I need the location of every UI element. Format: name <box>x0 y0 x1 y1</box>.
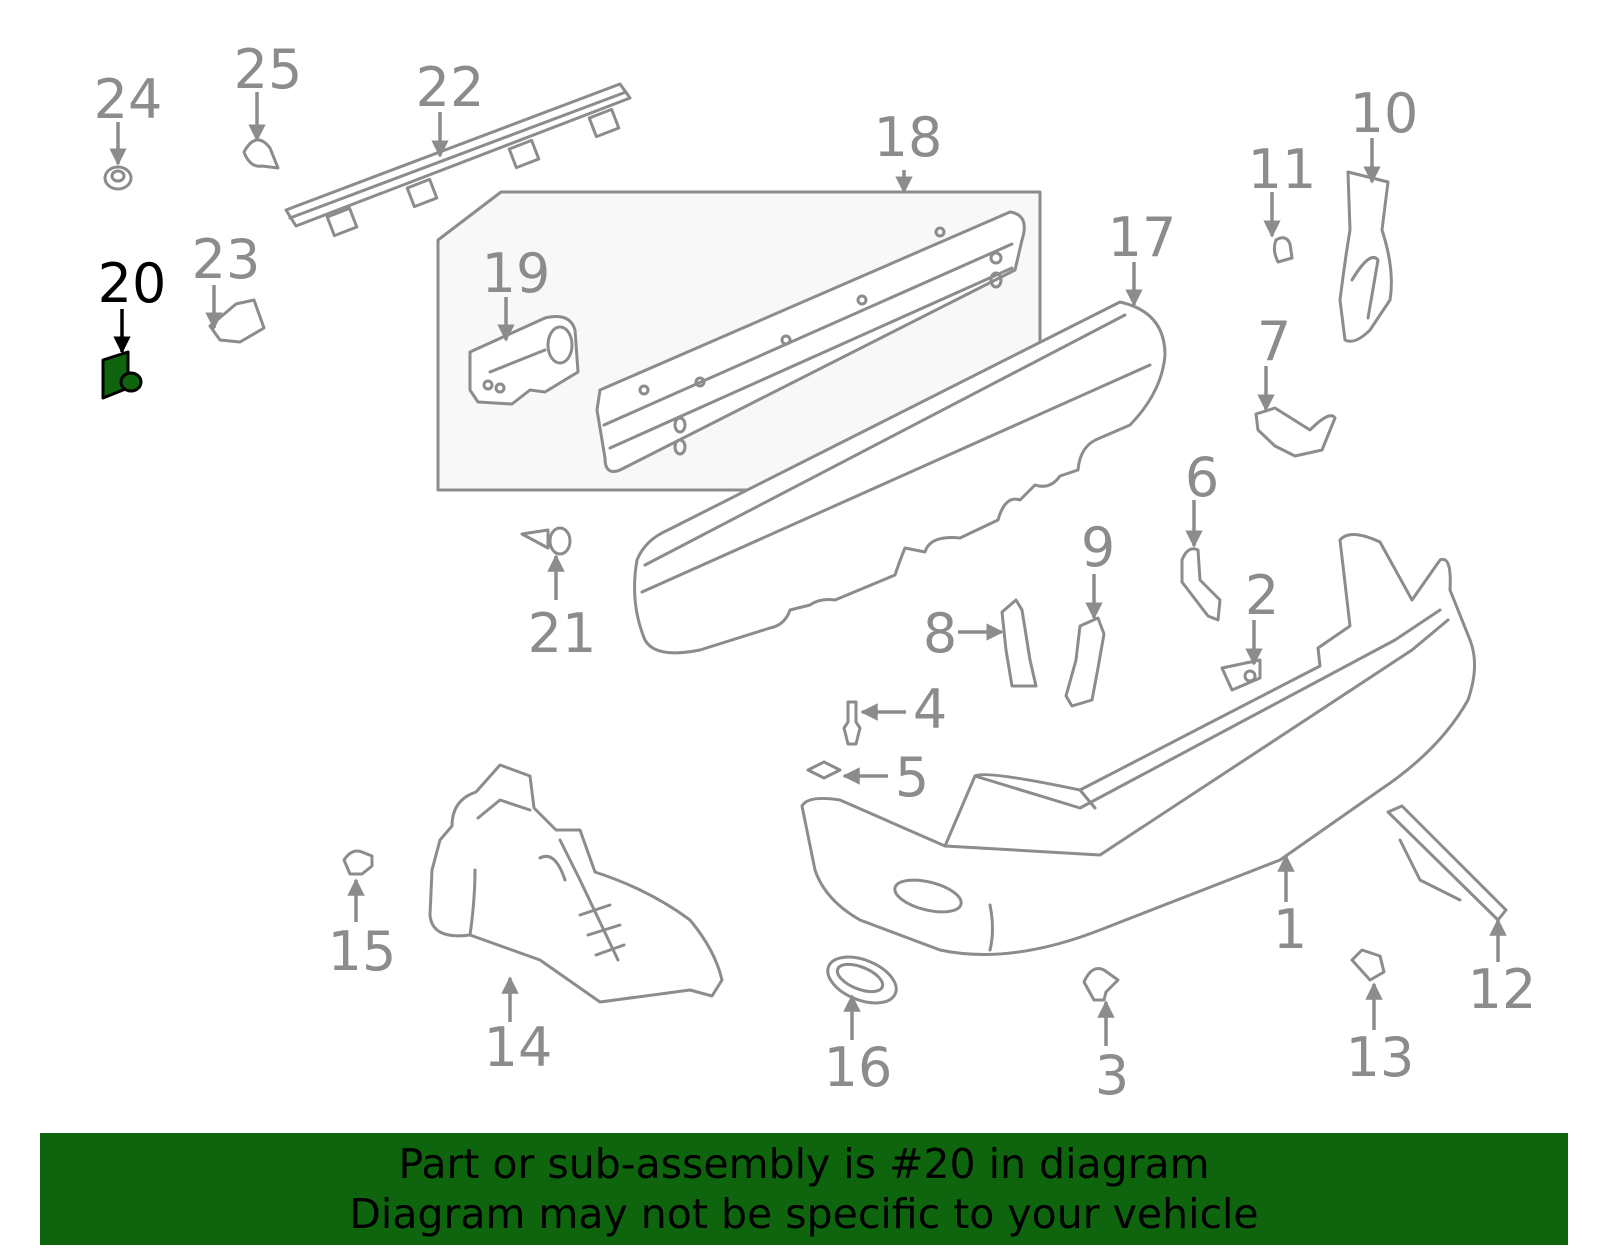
part-23-retainer <box>208 298 266 344</box>
part-14-mud-guard <box>428 763 724 1004</box>
part-17-energy-absorber <box>633 300 1167 655</box>
part-18-reinforcement-box <box>436 190 1042 492</box>
part-9-bracket <box>1064 616 1106 708</box>
info-banner: Part or sub-assembly is #20 in diagram D… <box>40 1133 1568 1245</box>
callout-1: 1 <box>1273 898 1307 961</box>
part-6-bracket <box>1180 547 1222 622</box>
part-15-push-pin <box>342 849 374 876</box>
callout-5: 5 <box>895 746 929 809</box>
part-2-clip <box>1220 658 1262 692</box>
part-25-clip <box>242 138 280 170</box>
part-10-bracket <box>1338 170 1393 343</box>
part-12-bracket <box>1386 804 1508 922</box>
part-5-pad <box>806 760 842 780</box>
part-11-clip <box>1272 236 1294 264</box>
part-21-screw <box>520 526 572 556</box>
callout-11: 11 <box>1248 138 1317 201</box>
part-20-clip-nut-highlighted <box>101 350 143 400</box>
part-16-reflector <box>826 955 898 1005</box>
banner-line-disclaimer: Diagram may not be specific to your vehi… <box>349 1190 1259 1238</box>
part-13-clip <box>1350 948 1386 982</box>
callout-2: 2 <box>1245 564 1279 627</box>
part-24-nut <box>103 165 133 191</box>
callout-7: 7 <box>1257 310 1291 373</box>
callout-15: 15 <box>328 920 397 983</box>
callout-22: 22 <box>416 56 485 119</box>
callout-12: 12 <box>1468 958 1537 1021</box>
callout-arrows <box>109 92 1507 1046</box>
part-19-bracket <box>468 315 580 406</box>
callout-25: 25 <box>234 38 303 101</box>
callout-20-highlighted: 20 <box>98 252 167 315</box>
part-1-bumper-cover <box>800 533 1476 956</box>
part-22-rail <box>284 82 632 238</box>
callout-14: 14 <box>484 1016 553 1079</box>
callout-18: 18 <box>874 106 943 169</box>
callout-21: 21 <box>528 602 597 665</box>
part-8-bracket <box>1000 598 1038 688</box>
callout-4: 4 <box>913 678 947 741</box>
callout-13: 13 <box>1346 1026 1415 1089</box>
callout-labels: 24 25 22 23 20 19 18 17 10 11 7 6 2 9 8 … <box>94 38 1537 1107</box>
callout-17: 17 <box>1108 206 1177 269</box>
part-4-push-pin <box>842 700 862 746</box>
callout-8: 8 <box>923 602 957 665</box>
part-3-clip <box>1082 967 1120 1002</box>
callout-16: 16 <box>824 1036 893 1099</box>
callout-23: 23 <box>192 228 261 291</box>
callout-6: 6 <box>1185 446 1219 509</box>
parts-diagram: 24 25 22 23 20 19 18 17 10 11 7 6 2 9 8 … <box>94 38 1537 1107</box>
callout-9: 9 <box>1081 516 1115 579</box>
callout-24: 24 <box>94 68 163 131</box>
callout-19: 19 <box>482 242 551 305</box>
callout-3: 3 <box>1095 1044 1129 1107</box>
callout-10: 10 <box>1350 82 1419 145</box>
part-7-bracket <box>1254 406 1337 458</box>
banner-line-part-number: Part or sub-assembly is #20 in diagram <box>398 1140 1210 1188</box>
